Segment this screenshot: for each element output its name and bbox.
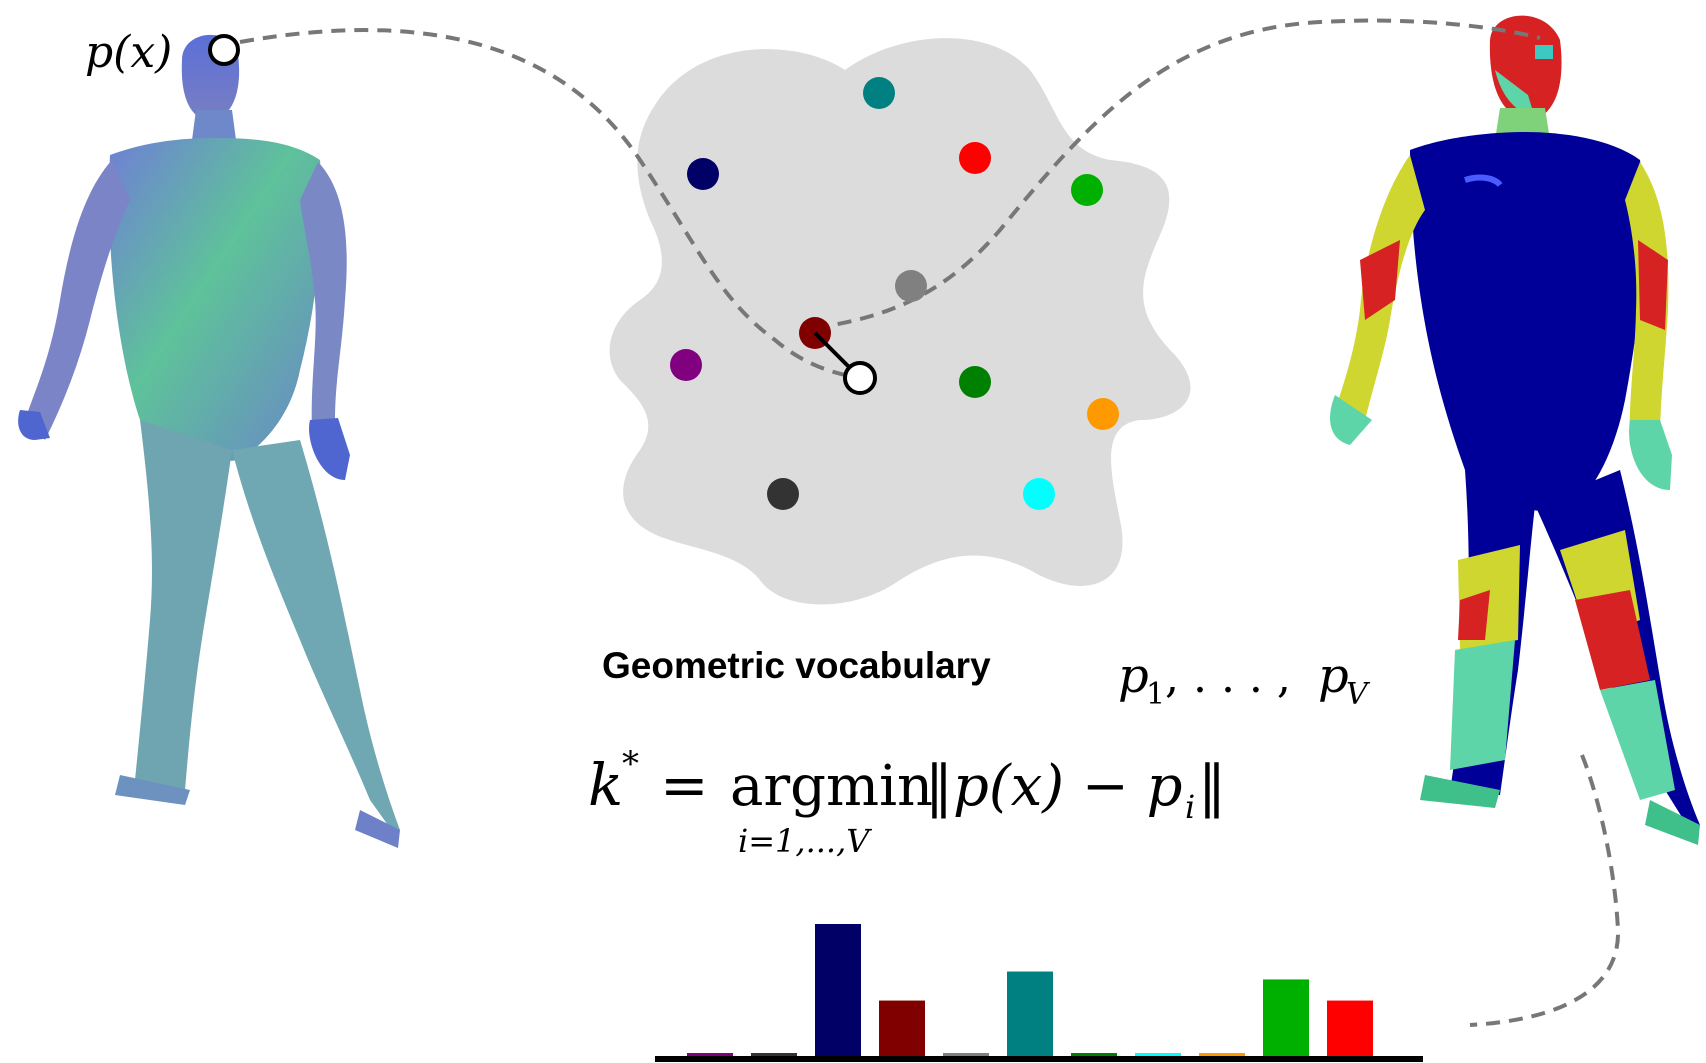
right-human-figure	[1330, 15, 1700, 845]
vocabulary-point	[1071, 174, 1103, 206]
equation-subscript: i=1,...,V	[738, 822, 872, 860]
left-human-figure	[18, 34, 400, 848]
vocabulary-point	[1023, 478, 1055, 510]
histogram-bar	[943, 1053, 989, 1056]
equation-argmin: argmin	[730, 754, 933, 819]
equation-rhs-subscript: i	[1185, 788, 1195, 826]
histogram-bar	[1135, 1053, 1181, 1056]
vocabulary-point	[1087, 398, 1119, 430]
vocabulary-blob	[609, 38, 1191, 605]
query-point-marker	[843, 361, 877, 395]
point-label: p(x)	[85, 27, 172, 78]
equation-rhs: ‖p(x) − p	[925, 754, 1183, 819]
vocabulary-point	[767, 478, 799, 510]
histogram-bar	[1071, 1053, 1117, 1056]
histogram-bar	[751, 1053, 797, 1056]
word-histogram	[687, 924, 1373, 1056]
left-figure-point-marker	[208, 34, 240, 66]
words-sub-V: V	[1346, 677, 1371, 712]
equation-rhs-close: ‖	[1198, 754, 1226, 819]
words-p1-main: p	[1118, 648, 1149, 704]
vocabulary-point	[895, 270, 927, 302]
words-dots: , . . . ,	[1165, 652, 1291, 703]
words-sub-1: 1	[1146, 677, 1165, 712]
histogram-bar	[815, 924, 861, 1056]
histogram-bar	[1263, 979, 1309, 1056]
assignment-equation: k * = argmin i=1,...,V ‖p(x) − p i ‖	[588, 744, 1226, 860]
vocabulary-points	[670, 77, 1119, 510]
equation-star: *	[622, 744, 639, 784]
equation-lhs: k	[588, 751, 623, 819]
vocabulary-point	[670, 349, 702, 381]
histogram-bar	[879, 1000, 925, 1056]
vocabulary-label: Geometric vocabulary	[602, 645, 991, 686]
histogram-connector-path	[1469, 754, 1621, 1027]
equation-equals: =	[660, 751, 709, 819]
words-pV-main: p	[1318, 648, 1349, 704]
histogram-bar	[1199, 1053, 1245, 1056]
vocabulary-point	[959, 142, 991, 174]
histogram-bar	[687, 1053, 733, 1056]
histogram-bar	[1007, 971, 1053, 1056]
vocabulary-point	[687, 158, 719, 190]
vocabulary-words-label: p 1 , . . . , p V	[1118, 648, 1371, 712]
left-connector-path	[239, 28, 861, 380]
vocabulary-point	[863, 77, 895, 109]
histogram-bar	[1327, 1000, 1373, 1056]
vocabulary-point	[959, 366, 991, 398]
